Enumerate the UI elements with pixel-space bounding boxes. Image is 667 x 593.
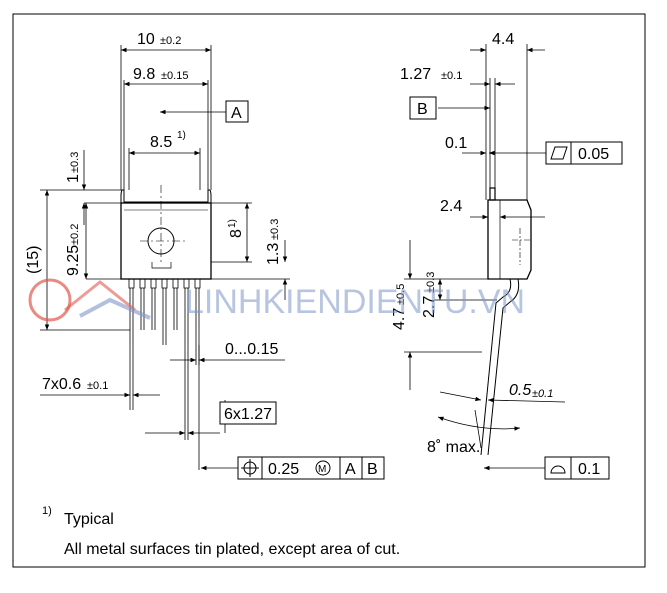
dim-9-25: 9.25	[65, 245, 82, 276]
position-icon	[241, 459, 259, 477]
dim-4-7: 4.7	[391, 308, 408, 330]
front-view	[120, 185, 212, 345]
dim-1-3: 1.3	[265, 243, 282, 265]
dim-1-3-tol: ±0.3	[269, 219, 281, 240]
dim-8-5: 8.5	[150, 134, 172, 151]
dim-2-7: 2.7	[421, 296, 438, 318]
flatness-value: 0.05	[578, 146, 609, 163]
dim-1: 1	[65, 174, 82, 183]
dim-10-tol: ±0.2	[160, 35, 181, 47]
dim-10: 10	[137, 31, 155, 48]
notes: 1) Typical All metal surfaces tin plated…	[42, 505, 400, 558]
dim-9-8: 9.8	[133, 66, 155, 83]
dim-8-max: 8˚ max.	[427, 439, 480, 456]
dim-0-5-tol: ±0.1	[532, 388, 553, 400]
dim-7x0-6-tol: ±0.1	[87, 380, 108, 392]
drawing-frame	[12, 13, 646, 568]
dim-1-27-tol: ±0.1	[441, 70, 462, 82]
dim-8: 8	[228, 229, 245, 238]
dim-6x1-27: 6x1.27	[224, 406, 272, 423]
watermark-logo-icon	[28, 278, 151, 322]
position-ref-b: B	[367, 461, 378, 478]
position-value: 0.25	[268, 461, 299, 478]
dim-15: (15)	[25, 246, 42, 274]
position-ref-a: A	[345, 461, 356, 478]
dim-8-5-sup: 1)	[177, 130, 186, 141]
footnote-text: Typical	[64, 511, 114, 528]
dim-4-7-tol: ±0.5	[395, 284, 407, 305]
mmc-modifier-icon: M	[315, 460, 331, 476]
side-view	[480, 187, 532, 456]
dim-2-7-tol: ±0.3	[425, 272, 437, 293]
flatness-icon	[550, 146, 568, 160]
dim-1-27: 1.27	[400, 66, 431, 83]
front-dimensions	[40, 45, 290, 471]
dim-0-5: 0.5	[509, 382, 531, 399]
pitch-box: 6x1.27	[219, 401, 277, 425]
general-note: All metal surfaces tin plated, except ar…	[64, 541, 400, 558]
dim-0-1: 0.1	[445, 135, 467, 152]
dim-1-tol: ±0.3	[69, 152, 81, 173]
dim-7x0-6: 7x0.6	[42, 376, 81, 393]
dim-9-8-tol: ±0.15	[161, 70, 188, 82]
dim-0-0-15: 0...0.15	[225, 341, 278, 358]
dim-4-4: 4.4	[492, 31, 514, 48]
profile-value: 0.1	[578, 461, 600, 478]
watermark-text: LINHKIENDIENTU.VN	[185, 283, 525, 321]
datum-a: A	[225, 100, 249, 123]
mmc-modifier-label: M	[318, 464, 326, 475]
position-tolerance-frame: 0.25 M A B	[237, 456, 385, 480]
datum-b-label: B	[417, 101, 428, 118]
datum-b: B	[409, 96, 437, 120]
watermark: LINHKIENDIENTU.VN	[28, 278, 525, 322]
surface-profile-icon	[550, 465, 566, 474]
dim-8-sup: 1)	[227, 219, 238, 228]
profile-frame: 0.1	[544, 456, 610, 480]
dim-2-4: 2.4	[440, 198, 462, 215]
front-labels: 10 ±0.2 9.8 ±0.15 8.5 1) 1 ±0.3 9.25 ±0.…	[25, 31, 282, 393]
side-labels: 4.4 1.27 ±0.1 0.1 2.4 4.7 ±0.5 2.7 ±0.3 …	[391, 31, 553, 456]
footnote-mark: 1)	[42, 505, 52, 517]
side-dimensions	[404, 44, 566, 471]
flatness-frame: 0.05	[545, 141, 623, 165]
dim-9-25-tol: ±0.2	[69, 224, 81, 245]
datum-a-label: A	[231, 105, 242, 122]
